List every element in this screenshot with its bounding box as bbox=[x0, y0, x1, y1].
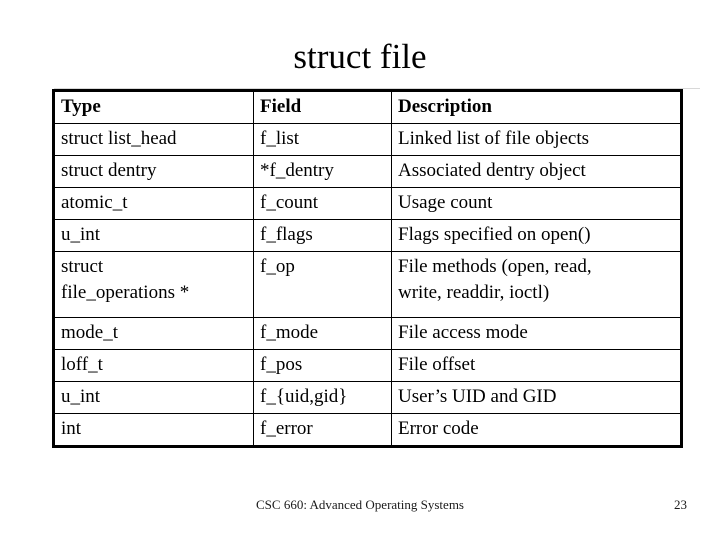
cell-field-line-1: f_count bbox=[260, 192, 319, 213]
table-row: struct file_operations * f_op File methods … bbox=[53, 251, 682, 318]
cell-type: atomic_t bbox=[53, 187, 254, 220]
cell-field-line-1: f_list bbox=[260, 128, 300, 149]
cell-field: f_error bbox=[253, 413, 392, 447]
cell-field: f_{uid,gid} bbox=[253, 381, 392, 414]
cell-type-line-1: u_int bbox=[61, 224, 101, 245]
cell-field: f_count bbox=[253, 187, 392, 220]
cell-description-line-1: Associated dentry object bbox=[398, 160, 586, 181]
cell-type-line-1: loff_t bbox=[61, 354, 103, 375]
cell-description-line-1: Usage count bbox=[398, 192, 493, 213]
table-header: Type Field Description bbox=[53, 90, 682, 124]
cell-type: mode_t bbox=[53, 317, 254, 350]
cell-description-line-1: Error code bbox=[398, 418, 479, 439]
cell-description-line-1: File offset bbox=[398, 354, 476, 375]
cell-field-line-1: f_pos bbox=[260, 354, 303, 375]
cell-field-line-1: f_{uid,gid} bbox=[260, 386, 348, 407]
table-row: atomic_t f_count Usage count bbox=[53, 187, 682, 220]
table-row: int f_error Error code bbox=[53, 413, 682, 447]
cell-description: File offset bbox=[391, 349, 682, 382]
cell-type: loff_t bbox=[53, 349, 254, 382]
table-row: loff_t f_pos File offset bbox=[53, 349, 682, 382]
cell-field-line-1: *f_dentry bbox=[260, 160, 334, 181]
page-title: struct file bbox=[293, 37, 427, 76]
decorative-hairline bbox=[54, 88, 700, 89]
table-row: mode_t f_mode File access mode bbox=[53, 317, 682, 350]
cell-description-line-1: File methods (open, read, bbox=[398, 256, 592, 277]
cell-description: Usage count bbox=[391, 187, 682, 220]
cell-field: f_mode bbox=[253, 317, 392, 350]
cell-type: u_int bbox=[53, 219, 254, 252]
footer-course-label: CSC 660: Advanced Operating Systems bbox=[256, 497, 464, 512]
cell-type-line-2: file_operations * bbox=[61, 282, 190, 303]
cell-description-line-1: File access mode bbox=[398, 322, 528, 343]
cell-description-line-1: User’s UID and GID bbox=[398, 386, 557, 407]
cell-type: struct file_operations * bbox=[53, 251, 254, 318]
column-header-field: Field bbox=[253, 90, 392, 124]
cell-type-line-1: mode_t bbox=[61, 322, 118, 343]
cell-field: *f_dentry bbox=[253, 155, 392, 188]
cell-description-line-1: Flags specified on open() bbox=[398, 224, 591, 245]
cell-type-line-1: u_int bbox=[61, 386, 101, 407]
cell-type-line-1: atomic_t bbox=[61, 192, 128, 213]
table-header-row: Type Field Description bbox=[53, 90, 682, 124]
cell-type: struct dentry bbox=[53, 155, 254, 188]
cell-type-line-1: struct dentry bbox=[61, 160, 157, 181]
cell-description: Error code bbox=[391, 413, 682, 447]
cell-type-line-1: struct bbox=[61, 256, 104, 277]
column-header-description: Description bbox=[391, 90, 682, 124]
cell-type: u_int bbox=[53, 381, 254, 414]
cell-field: f_list bbox=[253, 123, 392, 156]
cell-field: f_pos bbox=[253, 349, 392, 382]
cell-description-line-2: write, readdir, ioctl) bbox=[398, 282, 550, 303]
cell-type-line-1: int bbox=[61, 418, 82, 439]
cell-description: File access mode bbox=[391, 317, 682, 350]
cell-description: File methods (open, read, write, readdir,… bbox=[391, 251, 682, 318]
cell-description-line-1: Linked list of file objects bbox=[398, 128, 590, 149]
cell-description: User’s UID and GID bbox=[391, 381, 682, 414]
table-row: struct list_head f_list Linked list of fil… bbox=[53, 123, 682, 156]
cell-field: f_op bbox=[253, 251, 392, 318]
cell-description: Flags specified on open() bbox=[391, 219, 682, 252]
cell-field-line-1: f_mode bbox=[260, 322, 319, 343]
cell-type: struct list_head bbox=[53, 123, 254, 156]
cell-field-line-1: f_flags bbox=[260, 224, 313, 245]
cell-description: Linked list of file objects bbox=[391, 123, 682, 156]
cell-field-line-1: f_error bbox=[260, 418, 313, 439]
column-header-type: Type bbox=[53, 90, 254, 124]
page-number: 23 bbox=[674, 497, 687, 512]
table-row: u_int f_{uid,gid} User’s UID and GID bbox=[53, 381, 682, 414]
table-body: struct list_head f_list Linked list of fil… bbox=[53, 123, 682, 447]
slide-footer: CSC 660: Advanced Operating Systems 23 bbox=[0, 496, 720, 516]
cell-type: int bbox=[53, 413, 254, 447]
cell-description: Associated dentry object bbox=[391, 155, 682, 188]
cell-field-line-1: f_op bbox=[260, 256, 295, 277]
table-row: u_int f_flags Flags specified on open() bbox=[53, 219, 682, 252]
cell-type-line-1: struct list_head bbox=[61, 128, 177, 149]
table-row: struct dentry *f_dentry Associated dentry … bbox=[53, 155, 682, 188]
cell-field: f_flags bbox=[253, 219, 392, 252]
